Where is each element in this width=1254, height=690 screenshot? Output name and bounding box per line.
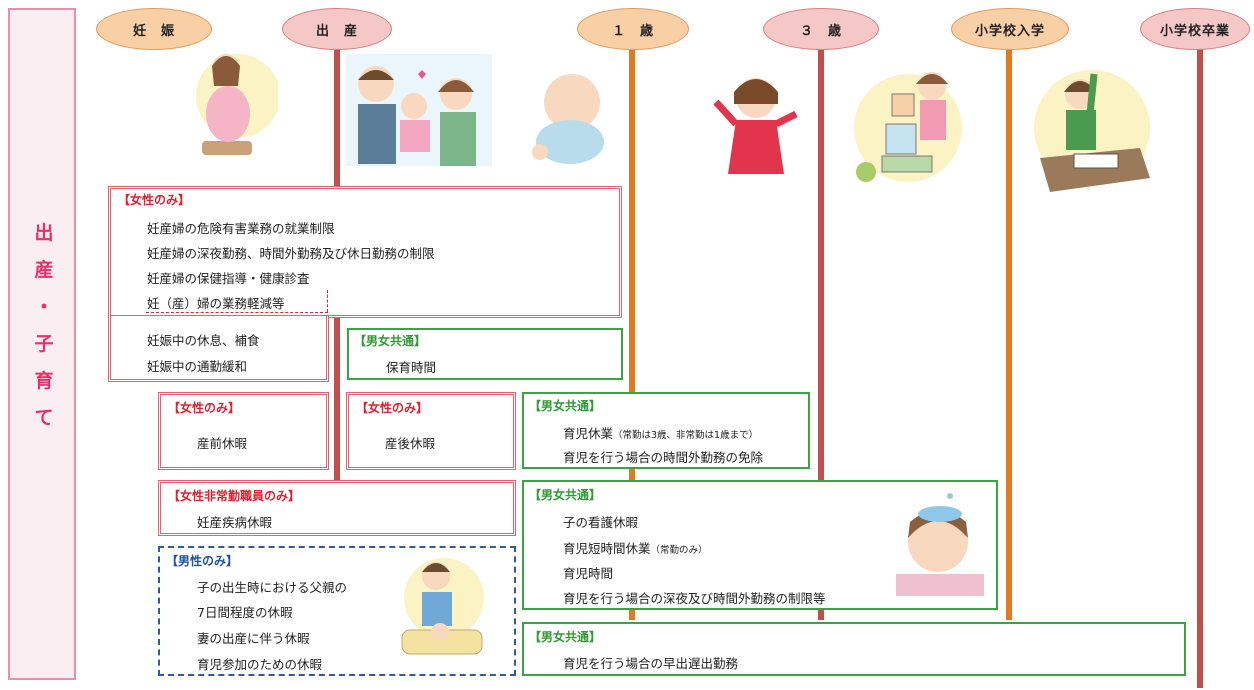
box-item: 子の看護休暇 xyxy=(563,515,639,530)
box-title: 【男女共通】 xyxy=(529,399,602,413)
box-item: 妊産婦の保健指導・健康診査 xyxy=(147,271,310,286)
timeline-line-age1 xyxy=(629,48,635,620)
box-title: 【女性のみ】 xyxy=(168,401,241,415)
baby-illustration xyxy=(532,74,604,164)
side-char: て xyxy=(34,407,54,429)
side-panel: 出 産 ・ 子 育 て xyxy=(8,8,76,680)
common-childcare-time-box xyxy=(347,328,623,380)
part-time-women-box xyxy=(158,480,516,536)
pregnant-woman-illustration xyxy=(196,54,278,155)
box-item: 妊娠中の休息、補食 xyxy=(147,333,260,348)
women-only-main-box-lower xyxy=(108,316,329,382)
stage-age1: １ 歳 xyxy=(577,8,689,50)
box-title: 【女性非常勤職員のみ】 xyxy=(168,489,301,503)
box-item: 育児を行う場合の時間外勤務の免除 xyxy=(563,450,764,465)
box-item: 育児を行う場合の早出遅出勤務 xyxy=(563,656,739,671)
timeline-line-age3 xyxy=(818,48,824,620)
box-item: 産前休暇 xyxy=(197,436,248,451)
child-blocks-illustration xyxy=(854,72,962,182)
box-title: 【男女共通】 xyxy=(529,488,602,502)
box-item: 妻の出産に伴う休暇 xyxy=(197,631,310,646)
timeline-line-school-graduation xyxy=(1197,48,1203,688)
women-only-main-box xyxy=(108,186,622,318)
side-char: ・ xyxy=(34,296,54,318)
box-title: 【男性のみ】 xyxy=(166,554,239,568)
box-title: 【女性のみ】 xyxy=(118,193,191,207)
box-item: 育児参加のための休暇 xyxy=(197,657,323,672)
box-item: 妊産婦の深夜勤務、時間外勤務及び休日勤務の制限 xyxy=(147,246,435,261)
box-title: 【女性のみ】 xyxy=(356,401,429,415)
toddler-illustration xyxy=(713,78,798,174)
box-item: 7日間程度の休暇 xyxy=(197,605,293,620)
side-title: 出 産 ・ 子 育 て xyxy=(10,215,78,437)
student-desk-illustration xyxy=(1034,70,1150,192)
prenatal-leave-box xyxy=(158,392,329,470)
dashed-divider xyxy=(146,312,328,313)
box-title: 【男女共通】 xyxy=(354,334,427,348)
common-flex-hours-box xyxy=(522,622,1186,676)
box-item: 産後休暇 xyxy=(385,436,436,451)
stage-school-entry: 小学校入学 xyxy=(951,8,1069,50)
dashed-divider xyxy=(327,290,328,312)
side-char: 産 xyxy=(34,259,54,281)
side-char: 出 xyxy=(34,222,54,244)
common-childcare-leave-box xyxy=(522,392,810,469)
box-item: 妊（産）婦の業務軽減等 xyxy=(147,296,285,311)
stage-age3: ３ 歳 xyxy=(763,8,879,50)
box-item: 保育時間 xyxy=(386,360,437,375)
box-item: 子の出生時における父親の xyxy=(197,580,348,595)
sick-child-illustration xyxy=(896,493,984,596)
box-item: 育児時間 xyxy=(563,566,614,581)
box-item: 妊産疾病休暇 xyxy=(197,515,273,530)
father-bathing-baby-illustration xyxy=(401,558,484,655)
box-item: 妊産婦の危険有害業務の就業制限 xyxy=(147,221,335,236)
box-item: 育児休業（常勤は3歳、非常勤は1歳まで） xyxy=(563,426,759,441)
box-item: 妊娠中の通勤緩和 xyxy=(147,359,248,374)
side-char: 育 xyxy=(34,370,54,392)
box-item: 育児を行う場合の深夜及び時間外勤務の制限等 xyxy=(563,591,826,606)
stage-school-graduation: 小学校卒業 xyxy=(1140,8,1250,50)
side-char: 子 xyxy=(34,333,54,355)
postnatal-leave-box xyxy=(346,392,516,470)
stage-birth: 出 産 xyxy=(282,8,392,50)
box-item: 育児短時間休業（常勤のみ） xyxy=(563,541,708,556)
timeline-line-school-entry xyxy=(1006,48,1012,620)
box-title: 【男女共通】 xyxy=(529,630,602,644)
stage-pregnancy: 妊 娠 xyxy=(96,8,212,50)
family-illustration xyxy=(346,54,492,166)
